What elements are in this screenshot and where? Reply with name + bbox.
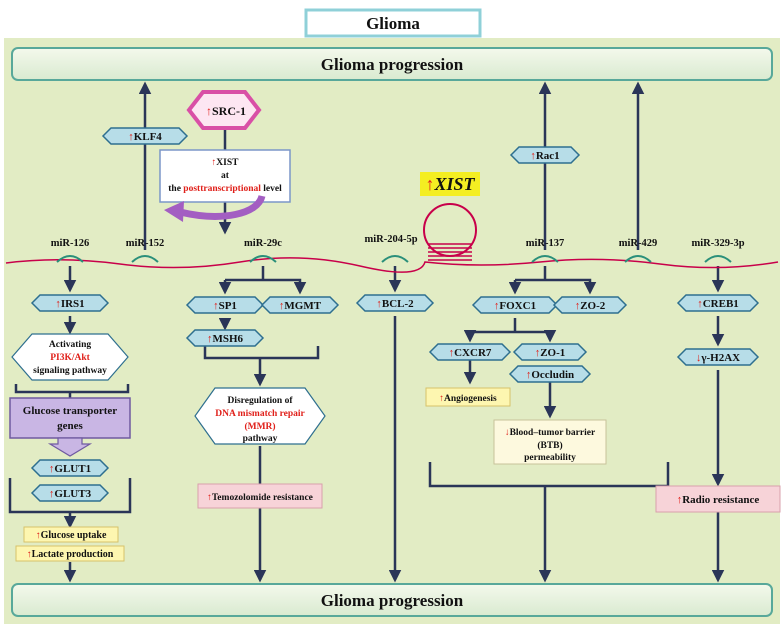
svg-text:Glucose transporter: Glucose transporter <box>23 405 118 417</box>
pi3k-box: Activating PI3K/Akt signaling pathway <box>11 333 129 381</box>
src1-box <box>186 90 262 130</box>
svg-text:↑Temozolomide resistance: ↑Temozolomide resistance <box>207 493 313 503</box>
banner-bottom <box>11 583 773 617</box>
banner-top-label: Glioma progression <box>321 55 464 74</box>
svg-text:genes: genes <box>57 420 83 432</box>
svg-text:↑SP1: ↑SP1 <box>213 300 237 312</box>
banner-top <box>11 47 773 81</box>
radio-resistance-box: ↑Radio resistance <box>655 485 781 513</box>
cxcr7-box: ↑CXCR7 <box>428 343 512 361</box>
svg-text:PI3K/Akt: PI3K/Akt <box>50 353 90 363</box>
svg-text:↑GLUT1: ↑GLUT1 <box>49 463 91 475</box>
glut3-box: ↑GLUT3 <box>30 484 110 502</box>
svg-text:↑BCL-2: ↑BCL-2 <box>376 298 414 310</box>
xist-note-box <box>159 149 291 203</box>
mirna-glyphs <box>56 255 732 263</box>
mirna-label-329-3p: miR-329-3p <box>691 238 744 249</box>
svg-text:(MMR): (MMR) <box>244 421 275 432</box>
svg-text:↑Rac1: ↑Rac1 <box>530 150 559 162</box>
svg-text:signaling pathway: signaling pathway <box>33 366 107 376</box>
temozolomide-box: ↑Temozolomide resistance <box>197 483 323 509</box>
rna-strand <box>5 257 779 273</box>
svg-text:pathway: pathway <box>243 434 278 444</box>
msh6-box: ↑MSH6 <box>185 329 265 347</box>
sp1-box: ↑SP1 <box>185 296 265 314</box>
mmr-box: Disregulation of DNA mismatch repair (MM… <box>194 387 326 445</box>
svg-text:↓Blood–tumor barrier: ↓Blood–tumor barrier <box>505 428 596 438</box>
xist-note-line2: at <box>221 171 230 181</box>
mgmt-box: ↑MGMT <box>260 296 340 314</box>
mirna-label-137: miR-137 <box>526 238 565 249</box>
svg-text:↑CXCR7: ↑CXCR7 <box>449 347 492 359</box>
rac1-box: ↑Rac1 <box>509 146 581 164</box>
down-arrow-icon <box>47 437 93 457</box>
mirna-label-152: miR-152 <box>126 238 165 249</box>
svg-text:DNA mismatch repair: DNA mismatch repair <box>215 409 305 419</box>
xist-label: ↑XIST <box>425 174 475 194</box>
src1-label: ↑SRC-1 <box>206 104 246 118</box>
mirna-label-204-5p: miR-204-5p <box>364 234 417 245</box>
zo2-box: ↑ZO-2 <box>552 296 628 314</box>
svg-text:Disregulation of: Disregulation of <box>227 396 293 406</box>
svg-text:↑Occludin: ↑Occludin <box>526 369 574 381</box>
bcl2-box: ↑BCL-2 <box>355 294 435 312</box>
svg-text:↑IRS1: ↑IRS1 <box>55 298 84 310</box>
xist-highlight <box>420 172 480 196</box>
h2ax-box: ↓γ-H2AX <box>676 348 760 366</box>
background-panel <box>4 38 780 624</box>
btb-box: ↓Blood–tumor barrier (BTB) permeability <box>493 419 607 465</box>
mirna-label-429: miR-429 <box>619 238 658 249</box>
glut1-box: ↑GLUT1 <box>30 459 110 477</box>
svg-text:↑Glucose uptake: ↑Glucose uptake <box>36 530 107 541</box>
svg-text:↑FOXC1: ↑FOXC1 <box>494 300 536 312</box>
svg-text:↑Lactate production: ↑Lactate production <box>27 549 114 560</box>
mirna-label-29c: miR-29c <box>244 238 282 249</box>
svg-text:↑Angiogenesis: ↑Angiogenesis <box>439 394 497 404</box>
lactate-box: ↑Lactate production <box>15 545 125 562</box>
svg-text:↑ZO-2: ↑ZO-2 <box>575 300 606 312</box>
foxc1-box: ↑FOXC1 <box>471 296 559 314</box>
xist-note-line1: ↑XIST <box>212 158 240 168</box>
svg-text:↓γ-H2AX: ↓γ-H2AX <box>696 352 740 364</box>
zo1-box: ↑ZO-1 <box>512 343 588 361</box>
curved-arrow-head <box>164 201 184 222</box>
occludin-box: ↑Occludin <box>508 365 592 383</box>
svg-text:↑GLUT3: ↑GLUT3 <box>49 488 92 500</box>
banner-bottom-label: Glioma progression <box>321 591 464 610</box>
svg-text:Activating: Activating <box>49 340 91 350</box>
curved-arrow <box>179 194 266 220</box>
page-title: Glioma <box>366 14 420 33</box>
svg-text:permeability: permeability <box>524 453 576 463</box>
svg-text:(BTB): (BTB) <box>537 440 562 451</box>
svg-text:↑MSH6: ↑MSH6 <box>207 333 244 345</box>
svg-text:↑ZO-1: ↑ZO-1 <box>535 347 566 359</box>
glucose-transporter-box: Glucose transporter genes <box>9 397 131 439</box>
title-box <box>304 8 482 38</box>
svg-text:↑MGMT: ↑MGMT <box>279 300 322 312</box>
creb1-box: ↑CREB1 <box>676 294 760 312</box>
hairpin-stem <box>428 243 472 261</box>
angiogenesis-box: ↑Angiogenesis <box>425 387 511 407</box>
mirna-label-126: miR-126 <box>51 238 90 249</box>
svg-text:↑Radio resistance: ↑Radio resistance <box>677 494 760 506</box>
irs1-box: ↑IRS1 <box>30 294 110 312</box>
svg-text:↑KLF4: ↑KLF4 <box>128 131 162 143</box>
xist-note-line3: the posttranscriptional level <box>168 184 282 194</box>
klf4-box: ↑KLF4 <box>101 127 189 145</box>
svg-text:↑CREB1: ↑CREB1 <box>697 298 739 310</box>
glucose-uptake-box: ↑Glucose uptake <box>23 526 119 543</box>
